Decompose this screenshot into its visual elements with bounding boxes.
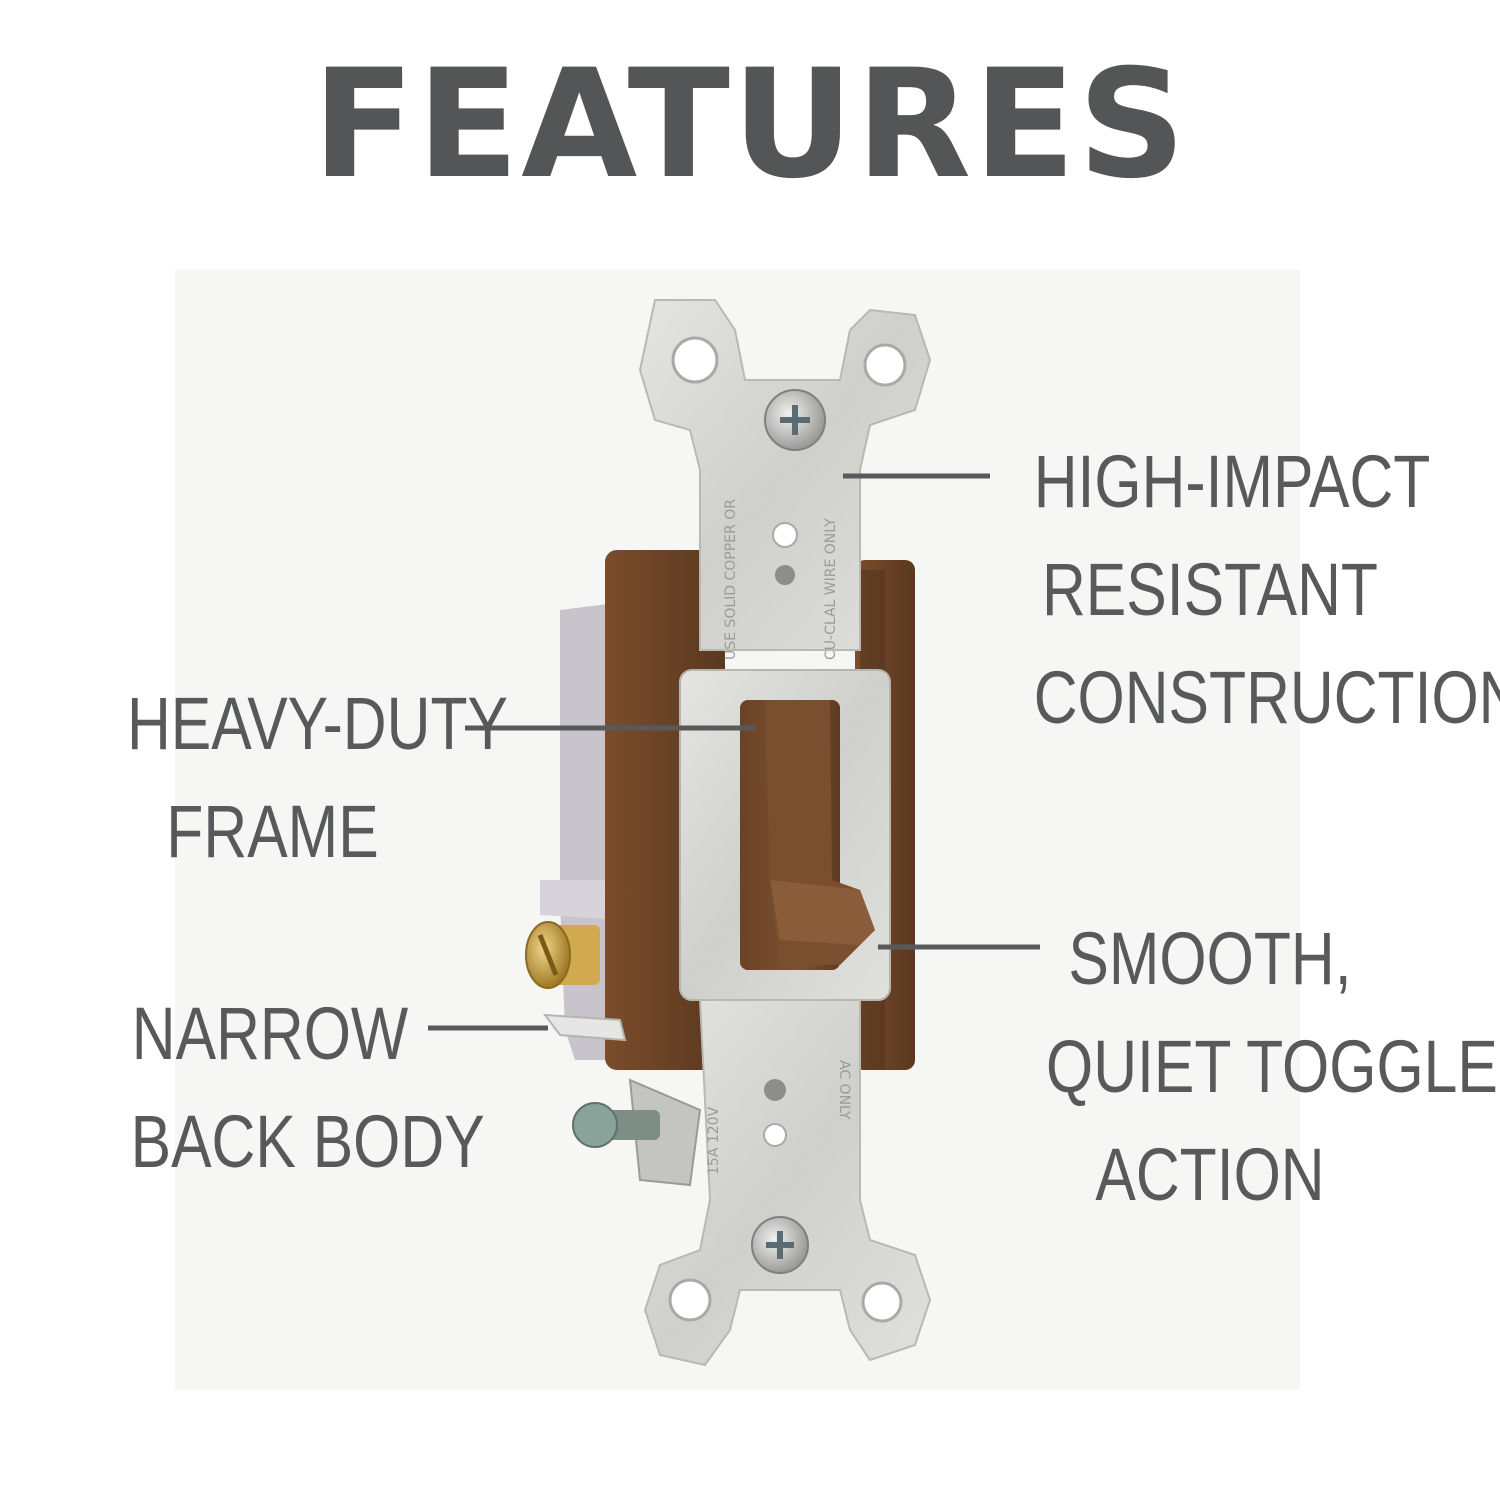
rating-mark: 15A 120V — [706, 1106, 722, 1175]
callout-line: HIGH-IMPACT — [1033, 440, 1431, 523]
strap-markings: USE SOLID COPPER OR CU-CLAL WIRE ONLY 15… — [706, 499, 852, 1175]
ground-screw-icon — [572, 1078, 702, 1187]
callout-line: HEAVY-DUTY — [126, 682, 508, 765]
strap-marks-left: USE SOLID COPPER OR — [723, 499, 739, 660]
strap-marks-right: CU-CLAL WIRE ONLY — [823, 518, 839, 660]
callout-line: FRAME — [166, 790, 379, 873]
callout-leader-lines — [428, 473, 1040, 1031]
callout-narrow-back-body: NARROW BACK BODY — [130, 980, 485, 1196]
top-mounting-strap — [638, 299, 932, 651]
callout-high-impact: HIGH-IMPACT RESISTANT CONSTRUCTION — [1033, 428, 1500, 752]
page-title: FEATURES — [312, 38, 1188, 212]
callout-smooth-toggle: SMOOTH, QUIET TOGGLE ACTION — [1046, 905, 1498, 1229]
bottom-screw-icon — [751, 1216, 809, 1274]
bottom-mounting-strap — [643, 999, 932, 1367]
callout-line: CONSTRUCTION — [1033, 656, 1500, 739]
strap-tab — [542, 1013, 627, 1042]
callout-line: RESISTANT — [1041, 548, 1379, 631]
callout-line: NARROW — [131, 992, 409, 1075]
callout-heavy-duty: HEAVY-DUTY FRAME — [126, 670, 508, 886]
top-screw-icon — [764, 389, 826, 451]
toggle-lever — [740, 700, 875, 970]
callout-line: ACTION — [1095, 1133, 1325, 1216]
brass-terminal-screw-icon — [525, 921, 600, 989]
callout-line: QUIET TOGGLE — [1046, 1025, 1498, 1108]
callout-line: SMOOTH, — [1068, 917, 1352, 1000]
lower-mark: AC ONLY — [836, 1060, 852, 1120]
callout-line: BACK BODY — [130, 1100, 485, 1183]
